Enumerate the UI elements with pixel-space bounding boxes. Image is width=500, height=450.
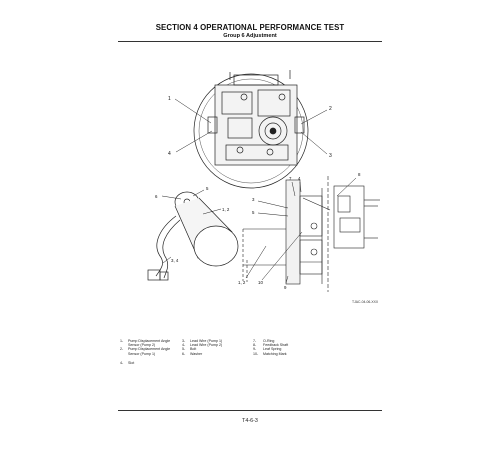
legend-column-2: 3- Lead Wire (Pump 1) 4- Lead Wire (Pump… xyxy=(182,339,222,356)
legend-number: 1- xyxy=(120,339,124,343)
section-drawing xyxy=(242,176,380,292)
callouts-top: 1 2 3 4 xyxy=(168,96,332,159)
legend-number: 5- xyxy=(182,347,186,352)
legend-item: 4- Lead Wire (Pump 2) xyxy=(182,343,222,347)
figure-code: TJAC-04-06-XXX xyxy=(352,300,379,304)
legend-item: 7- O-Ring xyxy=(253,339,288,343)
legend-number: 7- xyxy=(253,339,257,343)
legend-item: Sensor (Pump 2) xyxy=(120,343,170,347)
legend-text: O-Ring xyxy=(263,339,275,343)
legend-number: 10- xyxy=(253,351,259,356)
legend-item: Sensor (Pump 1) xyxy=(120,352,170,356)
header-divider xyxy=(118,41,382,42)
callouts-section: 7 4 8 3 5 1, 2 10 9 xyxy=(238,172,361,290)
callout-1-2: 1, 2 xyxy=(222,207,230,212)
legend-number: 8- xyxy=(253,343,257,348)
callout-10: 10 xyxy=(258,280,263,285)
legend-item: 6- Washer xyxy=(182,352,222,356)
callout-2-top: 2 xyxy=(329,106,332,112)
page-number: T4-6-3 xyxy=(242,418,258,424)
legend-text: Bolt xyxy=(190,347,197,352)
legend-item: 5- Bolt xyxy=(182,347,222,351)
legend-text: Pump Displacement Angle xyxy=(128,339,171,343)
legend-text: Lead Wire (Pump 1) xyxy=(190,339,223,343)
legend-item: 3- Lead Wire (Pump 1) xyxy=(182,339,222,343)
legend-text: Sensor (Pump 2) xyxy=(128,343,156,348)
callout-8: 8 xyxy=(358,172,361,177)
legend-column-3: 7- O-Ring 8- Feedback Shaft 9- Leaf Spri… xyxy=(253,339,288,356)
callout-3-section: 3 xyxy=(252,197,255,202)
pump-assembly-drawing xyxy=(193,70,309,189)
callout-5-section: 5 xyxy=(252,210,255,215)
leader-lines-sensor xyxy=(161,189,222,264)
legend-text: Lead Wire (Pump 2) xyxy=(190,343,223,348)
legend-item: 8- Feedback Shaft xyxy=(253,343,288,347)
callout-9: 9 xyxy=(284,285,287,290)
legend-number: 4- xyxy=(120,360,124,365)
callout-6: 6 xyxy=(155,194,158,199)
callout-1-top: 1 xyxy=(168,96,171,102)
legend-number: 4- xyxy=(182,343,186,348)
legend-number: 2- xyxy=(120,347,124,352)
callout-4-section: 4 xyxy=(298,176,301,181)
legend-text: Pump Displacement Angle xyxy=(128,347,171,352)
legend-text: Slot xyxy=(128,360,135,365)
group-title: Group 6 Adjustment xyxy=(223,33,277,39)
leader-lines-section xyxy=(245,177,357,284)
footer-divider xyxy=(118,410,382,411)
callout-1-2-section: 1, 2 xyxy=(238,280,246,285)
legend-text: Matching Mark xyxy=(263,351,287,356)
legend-column-1: 1- Pump Displacement Angle Sensor (Pump … xyxy=(120,339,170,365)
legend-item: 10- Matching Mark xyxy=(253,352,288,356)
legend-text: Feedback Shaft xyxy=(263,343,289,348)
callout-3-4: 3, 4 xyxy=(171,258,179,263)
legend-item: 9- Leaf Spring xyxy=(253,347,288,351)
legend-number: 6- xyxy=(182,351,186,356)
callout-4-top: 4 xyxy=(168,151,171,157)
callout-7: 7 xyxy=(289,176,292,181)
section-title: SECTION 4 OPERATIONAL PERFORMANCE TEST xyxy=(155,23,345,32)
callout-5: 5 xyxy=(206,186,209,191)
legend-item: 1- Pump Displacement Angle xyxy=(120,339,170,343)
leader-lines-top xyxy=(174,98,328,155)
legend-text: Washer xyxy=(190,351,203,356)
legend-text: Leaf Spring xyxy=(263,347,282,352)
callout-3-top: 3 xyxy=(329,153,332,159)
sensor-drawing xyxy=(147,191,239,281)
legend-number: 3- xyxy=(182,339,186,343)
legend-text: Sensor (Pump 1) xyxy=(128,351,156,356)
legend-number: 9- xyxy=(253,347,257,352)
legend-item: 4- Slot xyxy=(120,361,170,365)
legend-item: 2- Pump Displacement Angle xyxy=(120,347,170,351)
callouts-sensor: 6 5 1, 2 3, 4 xyxy=(155,186,230,263)
